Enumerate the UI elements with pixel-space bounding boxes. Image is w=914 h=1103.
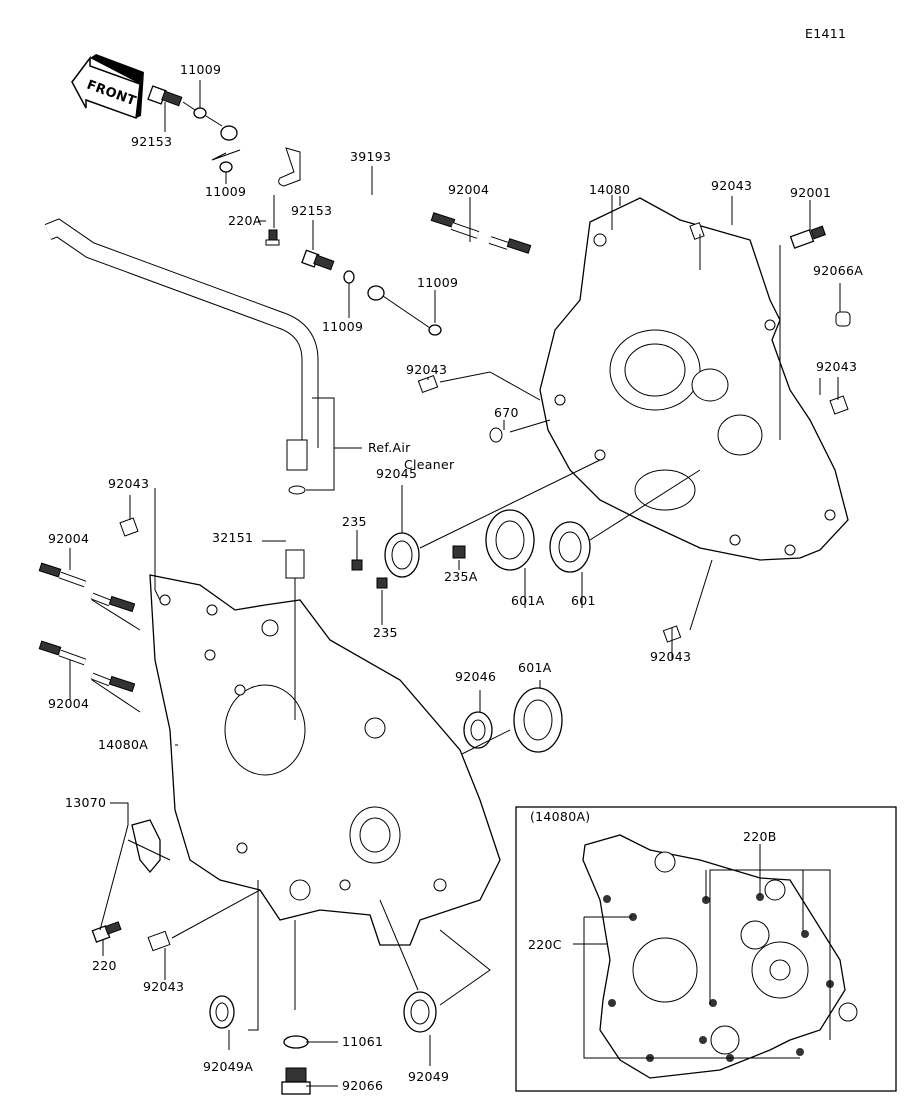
stud-92004-left-a [38, 562, 136, 613]
left-crankcase-14080a [149, 574, 501, 946]
label-220b: 220B [743, 829, 777, 844]
part-label: 235 [373, 625, 398, 640]
part-label: 92153 [131, 134, 172, 149]
seal-92049a [209, 995, 235, 1029]
plug-92001 [789, 225, 826, 249]
drain-plug-92066 [281, 1067, 311, 1095]
part-label: 92043 [711, 178, 752, 193]
part-label: 92043 [650, 649, 691, 664]
dowel-92043-f [147, 930, 171, 952]
label-220c: 220C [528, 937, 562, 952]
dowel-92043-b [829, 395, 849, 415]
bearing-601a-bottom [513, 687, 563, 753]
screw-235a [452, 545, 466, 559]
part-label: 235A [444, 569, 478, 584]
inset-14080a: (14080A) 220B 220C [515, 806, 897, 1092]
stud-92004-top [430, 212, 532, 254]
washer-11061 [283, 1035, 309, 1049]
seal-92045 [384, 532, 420, 578]
part-label: 11009 [180, 62, 221, 77]
dowel-92043-e [119, 517, 139, 537]
front-arrow-icon: FRONT [71, 54, 144, 120]
part-label: 601A [511, 593, 545, 608]
part-label: 92043 [816, 359, 857, 374]
washer-11009-d [428, 324, 442, 336]
dowel-92043-a [689, 222, 705, 240]
bolt-92153-b [301, 249, 335, 271]
part-label: 92046 [455, 669, 496, 684]
part-label: 92043 [143, 979, 184, 994]
inset-title: (14080A) [530, 809, 590, 824]
part-label: 92153 [291, 203, 332, 218]
part-label: 92043 [108, 476, 149, 491]
bolt-220a [265, 229, 280, 246]
part-labels: 11009 92153 11009 39193 220A 92153 11009… [48, 62, 863, 1093]
cap-92066a [835, 311, 851, 327]
part-label: 11061 [342, 1034, 383, 1049]
part-label: 92049 [408, 1069, 449, 1084]
part-label: 220 [92, 958, 117, 973]
part-label: 601 [571, 593, 596, 608]
guide-13070 [131, 819, 161, 874]
screw-235-b [376, 577, 388, 589]
breather-hose [44, 218, 319, 495]
part-label: 92066A [813, 263, 863, 278]
part-label: 92004 [448, 182, 489, 197]
bearing-92046 [463, 711, 493, 749]
bearing-601 [549, 521, 591, 573]
part-label: 14080 [589, 182, 630, 197]
bolt-220 [91, 921, 122, 943]
ref-note-line2: Cleaner [404, 457, 455, 472]
washer-11009-a [193, 107, 207, 119]
part-label: 92049A [203, 1059, 253, 1074]
oil-pipe [220, 125, 403, 301]
washer-11009-c [343, 270, 355, 284]
bolt-92153-a [147, 85, 183, 107]
part-label: 11009 [322, 319, 363, 334]
o-ring-670 [489, 427, 503, 443]
part-label: 14080A [98, 737, 148, 752]
part-label: 92045 [376, 466, 417, 481]
part-label: 670 [494, 405, 519, 420]
stud-92004-left-b [38, 640, 136, 693]
part-label: 39193 [350, 149, 391, 164]
part-label: 13070 [65, 795, 106, 810]
part-label: 235 [342, 514, 367, 529]
part-label: 92066 [342, 1078, 383, 1093]
part-label: 11009 [205, 184, 246, 199]
part-label: 92001 [790, 185, 831, 200]
part-label: 92004 [48, 531, 89, 546]
part-label: 11009 [417, 275, 458, 290]
bearing-601a-top [485, 509, 535, 571]
washer-11009-b [219, 161, 233, 173]
part-label: 601A [518, 660, 552, 675]
seal-92049 [403, 991, 437, 1033]
dowel-32151 [285, 549, 305, 579]
part-label: 220A [228, 213, 262, 228]
ref-note-line1: Ref.Air [368, 440, 411, 455]
part-label: 92004 [48, 696, 89, 711]
right-crankcase-14080 [539, 197, 849, 561]
part-label: 32151 [212, 530, 253, 545]
dowel-92043-c [417, 374, 439, 394]
part-label: 92043 [406, 362, 447, 377]
diagram-code: E1411 [805, 26, 846, 41]
screw-235-a [351, 559, 363, 571]
